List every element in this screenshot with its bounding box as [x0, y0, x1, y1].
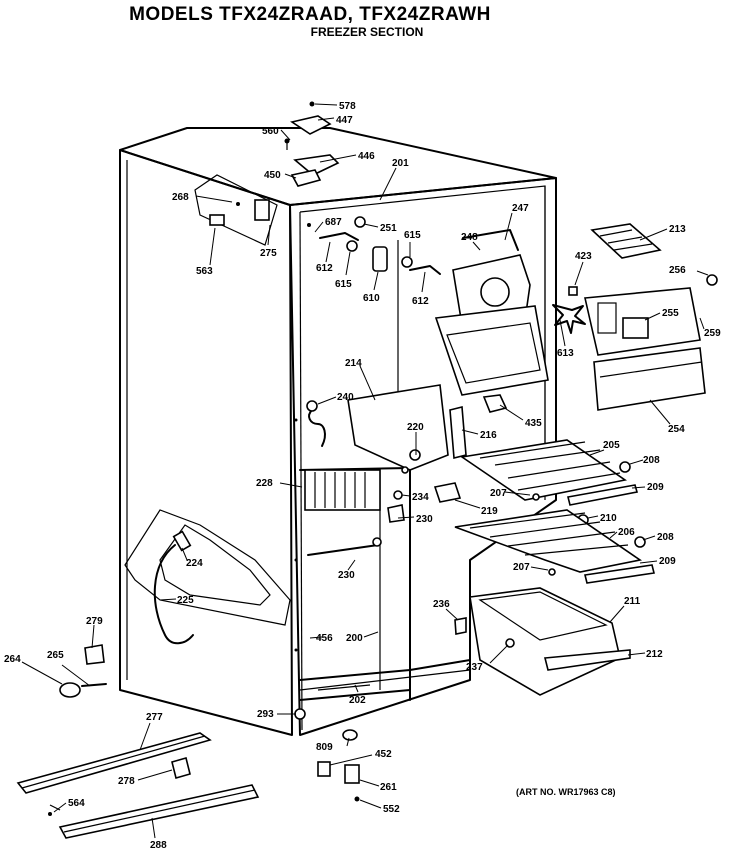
label-205: 205	[603, 440, 620, 451]
leader-lines	[21, 103, 709, 839]
label-255: 255	[662, 308, 679, 319]
label-615-a: 615	[404, 230, 421, 241]
label-206: 206	[618, 527, 635, 538]
label-219: 219	[481, 506, 498, 517]
label-248: 248	[461, 232, 478, 243]
label-435: 435	[525, 418, 542, 429]
label-213: 213	[669, 224, 686, 235]
label-251: 251	[380, 223, 397, 234]
label-210: 210	[600, 513, 617, 524]
label-214: 214	[345, 358, 362, 369]
label-230-a: 230	[416, 514, 433, 525]
label-200: 200	[346, 633, 363, 644]
door-gasket-and-liner	[124, 509, 291, 645]
label-225: 225	[177, 595, 194, 606]
label-209-b: 209	[659, 556, 676, 567]
label-456: 456	[316, 633, 333, 644]
label-446: 446	[358, 151, 375, 162]
label-220: 220	[407, 422, 424, 433]
art-number: (ART NO. WR17963 C8)	[516, 787, 616, 797]
label-293: 293	[257, 709, 274, 720]
label-278: 278	[118, 776, 135, 787]
label-261: 261	[380, 782, 397, 793]
label-613: 613	[557, 348, 574, 359]
bottom-hinge-group	[294, 708, 360, 802]
label-240: 240	[337, 392, 354, 403]
label-809: 809	[316, 742, 333, 753]
light-switch-group	[307, 216, 441, 275]
label-564: 564	[68, 798, 85, 809]
label-612-b: 612	[412, 296, 429, 307]
damper-group	[449, 394, 508, 460]
label-610: 610	[363, 293, 380, 304]
ice-bucket	[454, 587, 631, 696]
label-216: 216	[480, 430, 497, 441]
label-612-a: 612	[316, 263, 333, 274]
label-207-b: 207	[513, 562, 530, 573]
label-228: 228	[256, 478, 273, 489]
freezer-shelf-lower	[454, 509, 655, 584]
label-560: 560	[262, 126, 279, 137]
hinge-cover-group	[284, 101, 340, 187]
label-447: 447	[336, 115, 353, 126]
label-254: 254	[668, 424, 685, 435]
part-number-labels: 578 447 560 446 450 201 268 687 251 615 …	[4, 101, 721, 851]
duct-cover	[306, 384, 449, 474]
ice-tray	[590, 223, 662, 259]
label-256: 256	[669, 265, 686, 276]
label-288: 288	[150, 840, 167, 851]
evaporator-coil	[304, 469, 462, 523]
freezer-cabinet	[119, 127, 557, 736]
label-264: 264	[4, 654, 21, 665]
label-552: 552	[383, 804, 400, 815]
label-275: 275	[260, 248, 277, 259]
hinge-and-cap-group	[59, 644, 107, 698]
door-stop-group	[194, 174, 278, 246]
icemaker-assembly	[584, 274, 718, 411]
page-subtitle: FREEZER SECTION	[310, 25, 424, 39]
label-212: 212	[646, 649, 663, 660]
label-230-b: 230	[338, 570, 355, 581]
label-268: 268	[172, 192, 189, 203]
label-208-a: 208	[643, 455, 660, 466]
label-224: 224	[186, 558, 203, 569]
label-259: 259	[704, 328, 721, 339]
label-237: 237	[466, 662, 483, 673]
page-title: MODELS TFX24ZRAAD, TFX24ZRAWH	[129, 4, 491, 25]
label-234: 234	[412, 492, 429, 503]
base-rail-and-grille	[16, 732, 260, 839]
label-452: 452	[375, 749, 392, 760]
label-265: 265	[47, 650, 64, 661]
label-687: 687	[325, 217, 342, 228]
label-247: 247	[512, 203, 529, 214]
label-208-b: 208	[657, 532, 674, 543]
label-236: 236	[433, 599, 450, 610]
label-563: 563	[196, 266, 213, 277]
label-202: 202	[349, 695, 366, 706]
label-277: 277	[146, 712, 163, 723]
label-450: 450	[264, 170, 281, 181]
label-279: 279	[86, 616, 103, 627]
label-207-a: 207	[490, 488, 507, 499]
label-423: 423	[575, 251, 592, 262]
label-615-b: 615	[335, 279, 352, 290]
label-578: 578	[339, 101, 356, 112]
freezer-shelf-upper	[459, 439, 639, 526]
label-201: 201	[392, 158, 409, 169]
evaporator-fan-bracket	[434, 229, 586, 396]
drain-channel-group	[307, 537, 382, 691]
label-211: 211	[624, 596, 641, 607]
label-209-a: 209	[647, 482, 664, 493]
